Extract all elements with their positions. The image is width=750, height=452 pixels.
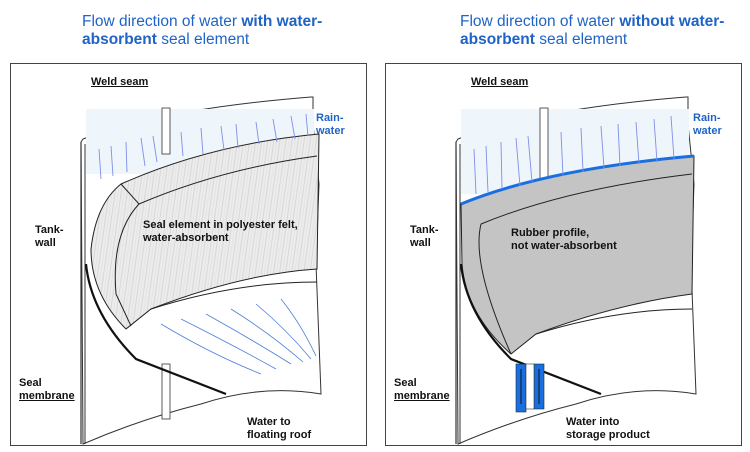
label-membrane: membrane <box>394 390 450 402</box>
label-water-to: Water to <box>247 416 291 428</box>
label-rain: Rain- <box>316 112 344 124</box>
seal-membrane-line <box>459 263 602 396</box>
label-water-into: Water into <box>566 416 620 428</box>
water-film <box>460 154 695 206</box>
label-tank: Tank- <box>35 224 64 236</box>
water-flow-lines <box>160 298 317 375</box>
label-seal-element: Seal element in polyester felt, <box>143 219 298 231</box>
label-seal: Seal <box>394 377 417 389</box>
diagram-panel-rubber: Weld seam Rain- water Tank- wall Rubber … <box>385 63 742 446</box>
title-bold: without water- <box>619 13 725 30</box>
rain-arrows <box>473 115 675 195</box>
title-text: Flow direction of water <box>460 13 620 30</box>
label-not-absorbent: not water-absorbent <box>511 240 617 252</box>
label-storage-product: storage product <box>566 429 650 441</box>
title-without-absorbent: Flow direction of water without water- a… <box>460 13 724 49</box>
label-water: water <box>316 125 345 137</box>
label-wall: wall <box>35 237 56 249</box>
label-weld-seam: Weld seam <box>91 76 149 88</box>
weld-seam-ladder <box>539 107 549 189</box>
label-seal: Seal <box>19 377 42 389</box>
seal-element-felt <box>90 133 320 330</box>
label-rain: Rain- <box>693 112 721 124</box>
title-bold: absorbent <box>460 31 535 48</box>
label-wall: wall <box>410 237 431 249</box>
rain-arrows <box>98 113 309 180</box>
label-weld-seam: Weld seam <box>471 76 529 88</box>
water-drain-channel <box>515 363 545 413</box>
title-with-absorbent: Flow direction of water with water- abso… <box>82 13 322 49</box>
label-rubber-profile: Rubber profile, <box>511 227 590 239</box>
label-tank: Tank- <box>410 224 439 236</box>
diagram-drawing <box>455 96 697 445</box>
title-text: Flow direction of water <box>82 13 242 30</box>
title-bold: with water- <box>241 13 323 30</box>
label-water-absorbent: water-absorbent <box>143 232 229 244</box>
seal-membrane-line <box>84 263 227 396</box>
title-text: seal element <box>156 31 250 48</box>
diagram-panel-absorbent: Weld seam Rain- water Tank- wall Seal el… <box>10 63 367 446</box>
title-text: seal element <box>534 31 628 48</box>
diagram-drawing <box>80 96 322 445</box>
label-floating-roof: floating roof <box>247 429 312 441</box>
weld-seam-ladder <box>161 107 171 420</box>
title-bold: absorbent <box>82 31 157 48</box>
label-membrane: membrane <box>19 390 75 402</box>
label-water: water <box>693 125 722 137</box>
